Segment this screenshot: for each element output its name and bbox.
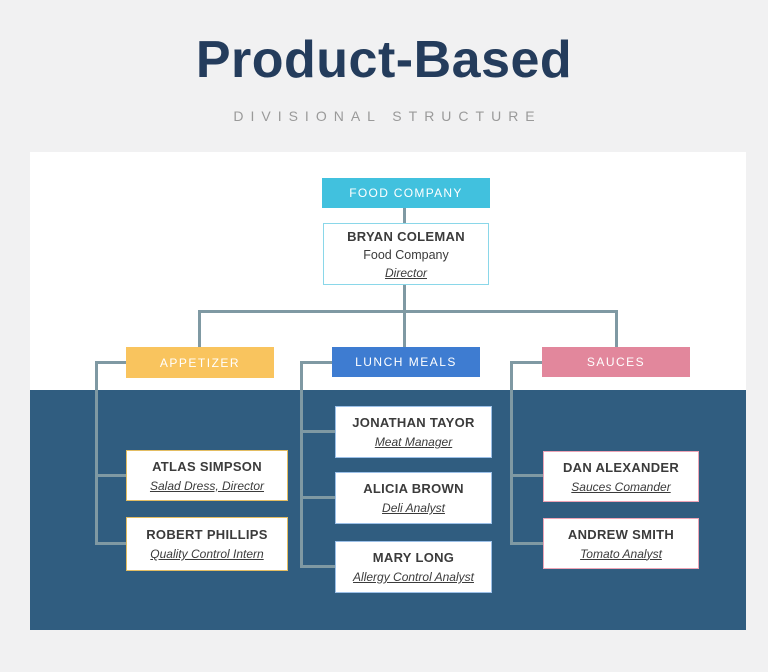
connector-branch-andrew [510,542,543,545]
director-company: Food Company [363,247,449,262]
member-name: ROBERT PHILLIPS [146,527,268,542]
member-title: Salad Dress, Director [149,478,265,493]
connector-branch-robert [95,542,126,545]
connector-director-to-trunk [403,285,406,312]
connector-appetizer-stub [95,361,126,364]
division-label: APPETIZER [159,355,241,370]
member-node-alicia-brown: ALICIA BROWN Deli Analyst [335,472,492,524]
member-node-atlas-simpson: ATLAS SIMPSON Salad Dress, Director [126,450,288,501]
member-name: DAN ALEXANDER [562,459,680,475]
connector-branch-dan [510,474,543,477]
root-node-label: FOOD COMPANY [349,186,463,200]
director-node: BRYAN COLEMAN Food Company Director [323,223,489,285]
member-name: JONATHAN TAYOR [352,415,475,430]
member-title: Sauces Comander [571,479,671,494]
connector-sauces-trunk [510,361,513,545]
division-label: LUNCH MEALS [355,355,457,369]
director-name: BRYAN COLEMAN [347,228,465,244]
member-title: Meat Manager [374,435,453,449]
member-name: MARY LONG [372,550,455,565]
connector-appetizer-trunk [95,361,98,545]
connector-drop-sauces [615,312,618,347]
division-header-lunch-meals: LUNCH MEALS [332,347,480,377]
member-title: Quality Control Intern [150,547,264,561]
division-label: SAUCES [586,355,646,369]
division-header-appetizer: APPETIZER [126,347,274,378]
org-chart-panel: FOOD COMPANY BRYAN COLEMAN Food Company … [30,152,746,630]
connector-sauces-stub [510,361,542,364]
connector-trunk-horizontal [198,310,618,313]
director-title: Director [384,265,427,280]
member-node-robert-phillips: ROBERT PHILLIPS Quality Control Intern [126,517,288,571]
connector-branch-atlas [95,474,126,477]
connector-branch-jonathan [300,430,335,433]
member-title: Allergy Control Analyst [353,570,474,584]
member-name: ATLAS SIMPSON [152,458,262,474]
connector-drop-lunch-meals [403,312,406,347]
connector-lunch-trunk [300,361,303,568]
connector-lunch-stub [300,361,332,364]
member-title: Tomato Analyst [580,546,662,561]
member-node-jonathan-tayor: JONATHAN TAYOR Meat Manager [335,406,492,458]
page-title: Product-Based [195,31,573,89]
member-title: Deli Analyst [382,501,445,515]
member-name: ANDREW SMITH [567,526,675,542]
connector-branch-mary [300,565,335,568]
root-node-food-company: FOOD COMPANY [322,178,490,208]
connector-drop-appetizer [198,312,201,347]
page-subtitle: DIVISIONAL STRUCTURE [233,108,542,124]
connector-root-to-director [403,208,406,223]
connector-branch-alicia [300,496,335,499]
division-header-sauces: SAUCES [542,347,690,377]
member-node-andrew-smith: ANDREW SMITH Tomato Analyst [543,518,699,569]
member-node-dan-alexander: DAN ALEXANDER Sauces Comander [543,451,699,502]
member-node-mary-long: MARY LONG Allergy Control Analyst [335,541,492,593]
member-name: ALICIA BROWN [363,481,464,496]
